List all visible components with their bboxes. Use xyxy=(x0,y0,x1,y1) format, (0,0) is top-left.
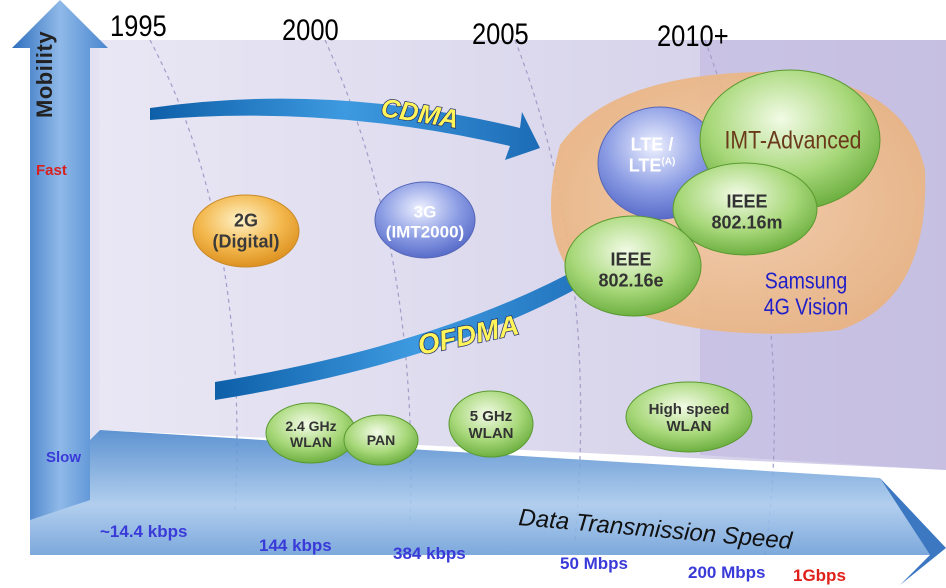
bubble-lte-line2: LTE(A) xyxy=(629,155,676,176)
bubble-3g xyxy=(374,181,476,259)
mobility-axis-label: Mobility xyxy=(32,30,57,118)
bubble-2g-label: 2G (Digital) xyxy=(213,210,280,251)
speed-label: 50 Mbps xyxy=(560,554,629,573)
bubble-wlan-24-label: 2.4 GHz WLAN xyxy=(285,418,336,450)
bubble-ieee-16e-line2: 802.16e xyxy=(598,270,664,290)
year-label: 2010+ xyxy=(657,20,729,53)
bubble-wlan-high-line1: High speed xyxy=(648,400,730,418)
bubble-lte-base: LTE xyxy=(628,155,662,175)
year-label: 2005 xyxy=(472,18,529,51)
bubble-pan xyxy=(343,414,419,466)
bubble-lte-line1: LTE / xyxy=(630,134,674,155)
mobility-axis-arrow xyxy=(12,0,108,520)
bubble-wlan5-line2: WLAN xyxy=(468,425,514,442)
speed-axis-floor xyxy=(30,430,930,555)
bubble-3g-label: 3G (IMT2000) xyxy=(386,202,464,241)
samsung-line2: 4G Vision xyxy=(763,294,849,320)
bubble-imt-advanced-label: IMT-Advanced xyxy=(724,126,862,155)
bubble-ieee-16e-line1: IEEE xyxy=(610,249,652,270)
samsung-line1: Samsung xyxy=(764,267,848,294)
bubble-pan-label: PAN xyxy=(366,431,396,448)
bubble-ieee-802-16e-label: IEEE 802.16e xyxy=(598,249,663,290)
bubble-ieee-802-16m xyxy=(672,162,818,256)
mobility-slow-label: Slow xyxy=(46,449,82,466)
bubble-wlan24-line2: WLAN xyxy=(289,434,332,450)
bubble-wlan-high-label: High speed WLAN xyxy=(649,401,730,436)
bubble-wlan-high-line2: WLAN xyxy=(666,418,712,435)
speed-label-highlight: 1Gbps xyxy=(793,566,846,585)
year-label: 1995 xyxy=(110,10,167,43)
bubble-3g-line2: (IMT2000) xyxy=(385,222,465,241)
bubble-lte-label: LTE / LTE(A) xyxy=(629,134,676,175)
speed-label: 200 Mbps xyxy=(688,563,766,582)
bubble-3g-line1: 3G xyxy=(413,202,437,222)
speed-label: 144 kbps xyxy=(259,536,332,555)
bubble-ieee-16m-line1: IEEE xyxy=(726,191,768,212)
bubble-wlan5-line1: 5 GHz xyxy=(469,407,513,425)
speed-label: ~14.4 kbps xyxy=(100,522,188,541)
bubble-2g-line1: 2G xyxy=(233,210,258,231)
bubble-ieee-802-16e xyxy=(564,215,702,317)
year-label: 2000 xyxy=(282,14,339,47)
ofdma-arrow xyxy=(215,252,615,400)
cdma-arrow xyxy=(150,98,540,160)
bubble-wlan-5-label: 5 GHz WLAN xyxy=(469,408,514,443)
mobility-fast-label: Fast xyxy=(36,162,67,179)
bubble-2g-line2: (Digital) xyxy=(212,231,280,251)
bubble-ieee-802-16m-label: IEEE 802.16m xyxy=(711,191,782,232)
cdma-label: CDMA xyxy=(379,92,461,134)
bubble-wlan24-line1: 2.4 GHz xyxy=(285,417,337,434)
bubble-lte-superscript: (A) xyxy=(661,156,676,167)
speed-label: 384 kbps xyxy=(393,544,466,563)
bubble-2g xyxy=(192,194,300,268)
bubble-ieee-16m-line2: 802.16m xyxy=(711,212,783,232)
speed-axis-arrowhead xyxy=(880,478,946,585)
bubble-wlan-5 xyxy=(448,390,534,458)
samsung-vision-label: Samsung 4G Vision xyxy=(764,268,848,321)
bubble-wlan-high xyxy=(625,381,753,453)
